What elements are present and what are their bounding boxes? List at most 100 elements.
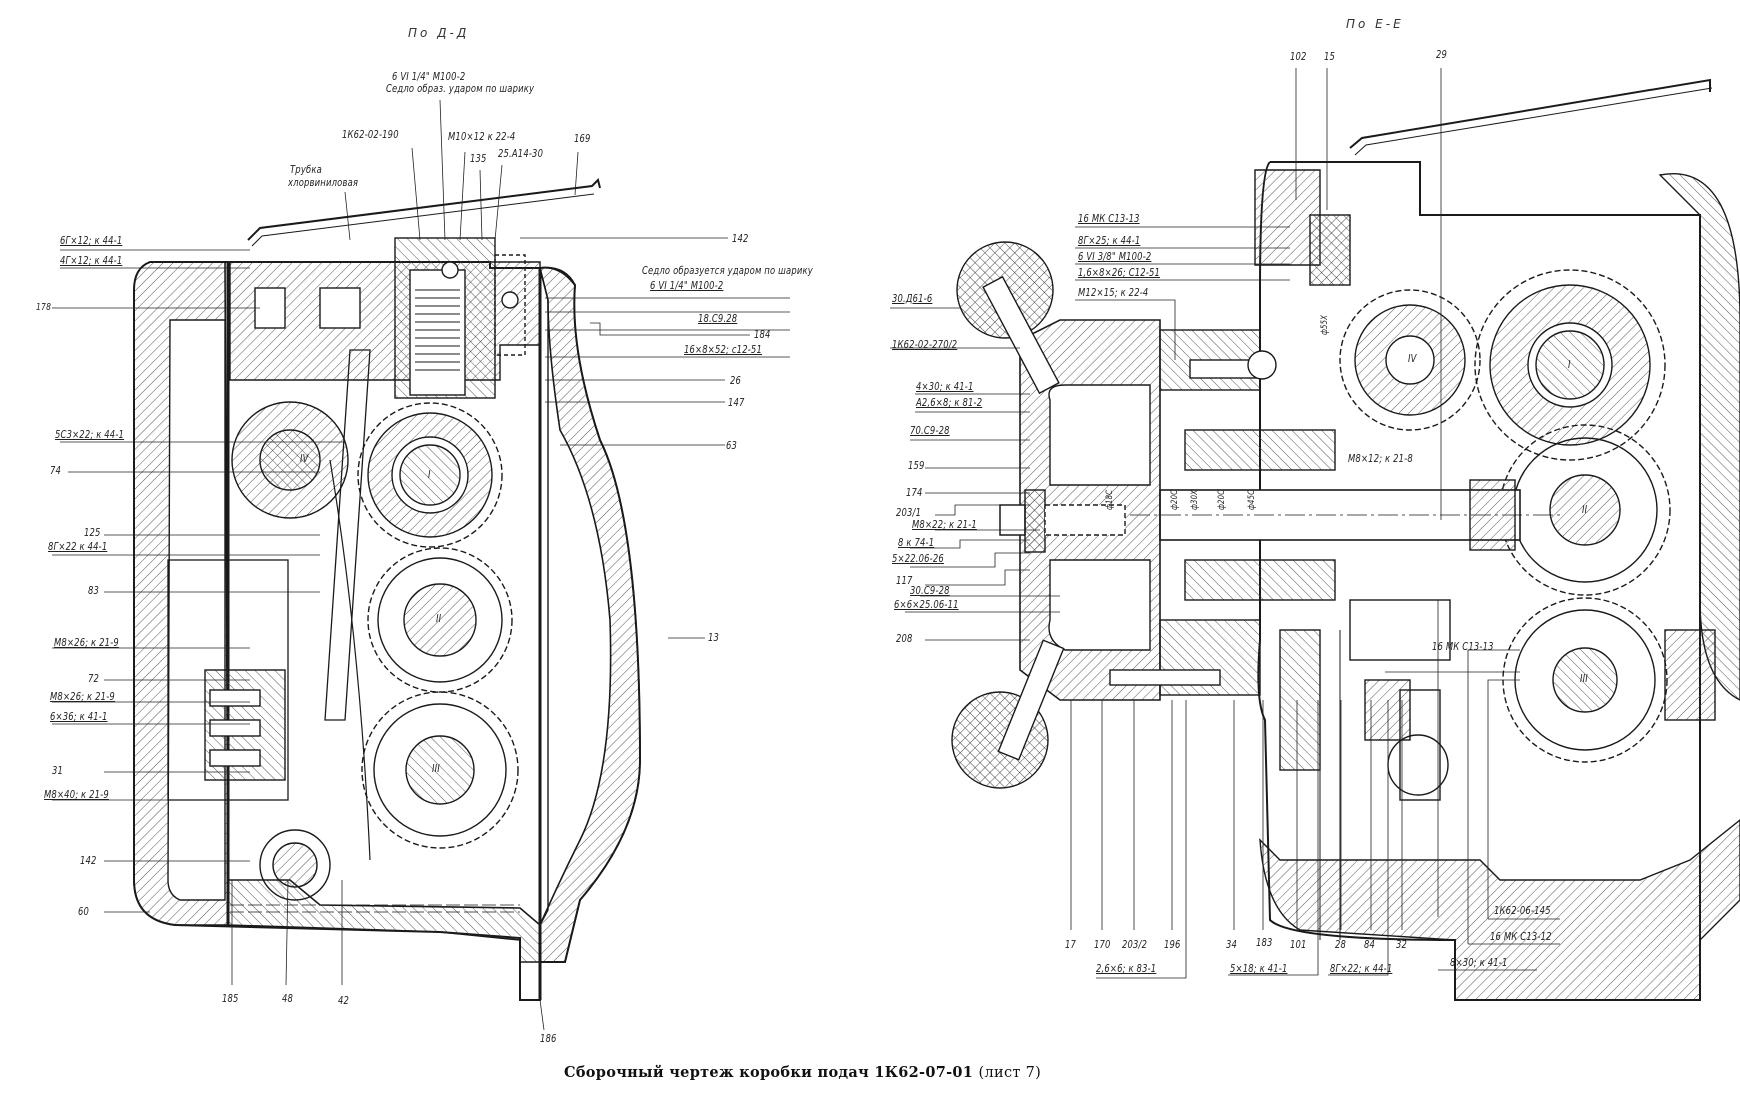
part-label: 26	[730, 374, 742, 387]
part-label: 60	[78, 905, 90, 918]
part-label: M8×12; к 21-8	[1348, 452, 1413, 465]
part-label: 16 МК С13-13	[1078, 212, 1140, 225]
part-label: 72	[88, 672, 100, 685]
part-label: 125	[84, 526, 101, 539]
part-label: 169	[574, 132, 591, 145]
left-view-drawing	[133, 178, 642, 1001]
part-label: 1К62-02-270/2	[892, 338, 958, 351]
part-label: 147	[728, 396, 745, 409]
part-label: 4×30; к 41-1	[916, 380, 974, 393]
part-label: 6×6×25.06-11	[894, 598, 959, 611]
part-label: 5С3×22; к 44-1	[55, 428, 125, 441]
part-label: 184	[754, 328, 771, 341]
left-view-title: По Д-Д	[408, 26, 470, 40]
part-label: 4Г×12; к 44-1	[60, 254, 123, 267]
part-label: 185	[222, 992, 239, 1005]
part-label: 42	[338, 994, 350, 1007]
part-label: 170	[1094, 938, 1111, 951]
shaft-mark: I	[1568, 358, 1571, 371]
shaft-mark: I	[428, 468, 431, 481]
part-label: 17	[1065, 938, 1077, 951]
part-label: 174	[906, 486, 923, 499]
seat-formed-note: Седло образуется ударом по шарику	[642, 264, 813, 277]
part-label: 8Г×22; к 44-1	[1330, 962, 1393, 975]
part-label: 6Г×12; к 44-1	[60, 234, 123, 247]
part-label: 16 МК С13-12	[1490, 930, 1552, 943]
part-label: 29	[1436, 48, 1448, 61]
part-label: 1К62-02-190	[342, 128, 399, 141]
part-label: 32	[1396, 938, 1408, 951]
shaft-mark: IV	[300, 452, 309, 465]
shaft-mark: IV	[1408, 352, 1417, 365]
part-label: 6×36; к 41-1	[50, 710, 108, 723]
part-label: 6 VI 3/8" M100-2	[1078, 250, 1152, 263]
part-label: 6 VI 1/4" M100-2	[650, 279, 724, 292]
part-label: 83	[88, 584, 100, 597]
seat-note: Седло образ. ударом по шарику	[386, 82, 535, 95]
dimension-label: ф20С	[1217, 489, 1227, 510]
part-label: M8×26; к 21-9	[50, 690, 115, 703]
part-label: 101	[1290, 938, 1307, 951]
dimension-label: ф55Х	[1320, 314, 1330, 335]
right-view-title: По Е-Е	[1346, 17, 1404, 31]
part-label: M10×12 к 22-4	[448, 130, 516, 143]
part-label: M12×15; к 22-4	[1078, 286, 1149, 299]
part-label: А2,6×8; к 81-2	[916, 396, 983, 409]
shaft-mark: III	[1580, 672, 1588, 685]
part-label: 74	[50, 464, 62, 477]
part-label: 8 к 74-1	[898, 536, 935, 549]
part-label: 186	[540, 1032, 557, 1045]
part-label: 178	[36, 302, 52, 313]
part-label: 203/1	[896, 506, 922, 519]
part-label: 18.С9.28	[698, 312, 738, 325]
part-label: 25.А14-30	[498, 147, 544, 160]
caption-title: Сборочный чертеж коробки подач 1К62-07-0…	[564, 1064, 974, 1081]
part-label: 159	[908, 459, 925, 472]
leader-lines	[52, 68, 1560, 1031]
part-label: 196	[1164, 938, 1181, 951]
part-label: 142	[80, 854, 97, 867]
part-label: 5×22.06-26	[892, 552, 944, 565]
part-label: 5×18; к 41-1	[1230, 962, 1288, 975]
part-label: 8×30; к 41-1	[1450, 956, 1508, 969]
part-label: 183	[1256, 936, 1273, 949]
part-label: 13	[708, 631, 720, 644]
part-label: 28	[1335, 938, 1347, 951]
tube-note-line2: хлорвиниловая	[288, 176, 359, 189]
part-label: M8×40; к 21-9	[44, 788, 109, 801]
part-label: 208	[896, 632, 913, 645]
tube-note-line1: Трубка	[290, 163, 322, 176]
part-label: 102	[1290, 50, 1307, 63]
part-label: M8×22; к 21-1	[912, 518, 977, 531]
part-label: 16 МК С13-13	[1432, 640, 1494, 653]
shaft-mark: III	[432, 762, 440, 775]
drawing-caption: Сборочный чертеж коробки подач 1К62-07-0…	[564, 1064, 1041, 1081]
part-label: 117	[896, 574, 913, 587]
dimension-label: ф45С	[1247, 489, 1257, 510]
shaft-mark: II	[436, 612, 442, 625]
caption-sheet: (лист 7)	[978, 1065, 1042, 1081]
part-label: 48	[282, 992, 294, 1005]
part-label: 1,6×8×26; С12-51	[1078, 266, 1161, 279]
part-label: 30.С9-28	[910, 584, 950, 597]
dimension-label: ф18С	[1105, 489, 1115, 510]
right-view-drawing	[951, 78, 1740, 1001]
part-label: 8Г×25; к 44-1	[1078, 234, 1141, 247]
thread-note: 6 VI 1/4" M100-2	[392, 70, 466, 83]
part-label: 30.Д61-6	[892, 292, 933, 305]
part-label: 135	[470, 152, 487, 165]
dimension-label: ф20С	[1170, 489, 1180, 510]
part-label: 203/2	[1122, 938, 1148, 951]
part-label: 70.С9-28	[910, 424, 950, 437]
part-label: 34	[1226, 938, 1238, 951]
dimension-label: ф30Х	[1190, 489, 1200, 510]
part-label: 84	[1364, 938, 1376, 951]
part-label: 31	[52, 764, 64, 777]
part-label: 2,6×6; к 83-1	[1096, 962, 1157, 975]
shaft-mark: II	[1582, 503, 1588, 516]
part-label: 16×8×52; с12-51	[684, 343, 762, 356]
part-label: M8×26; к 21-9	[54, 636, 119, 649]
part-label: 142	[732, 232, 749, 245]
part-label: 8Г×22 к 44-1	[48, 540, 108, 553]
